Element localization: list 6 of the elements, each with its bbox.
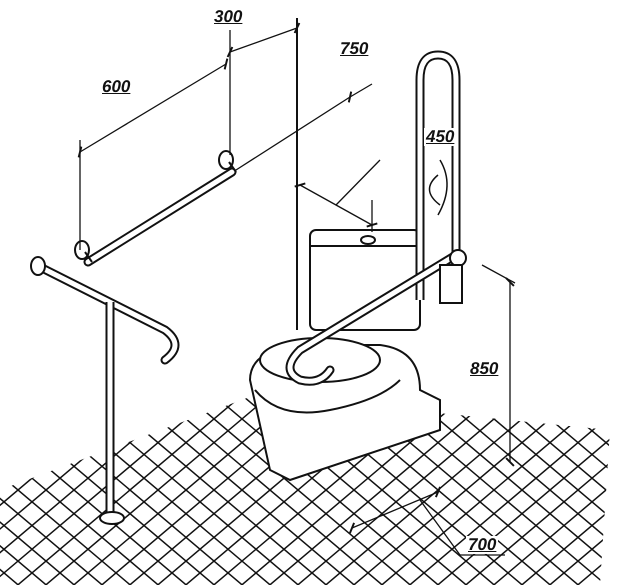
dimension-label: 750 [338, 40, 370, 58]
dimension-label: 600 [100, 78, 132, 96]
dimension-label: 300 [212, 8, 244, 26]
dimension-label: 850 [468, 360, 500, 378]
dimension-label: 450 [424, 128, 456, 146]
dimension-label: 700 [466, 536, 498, 554]
